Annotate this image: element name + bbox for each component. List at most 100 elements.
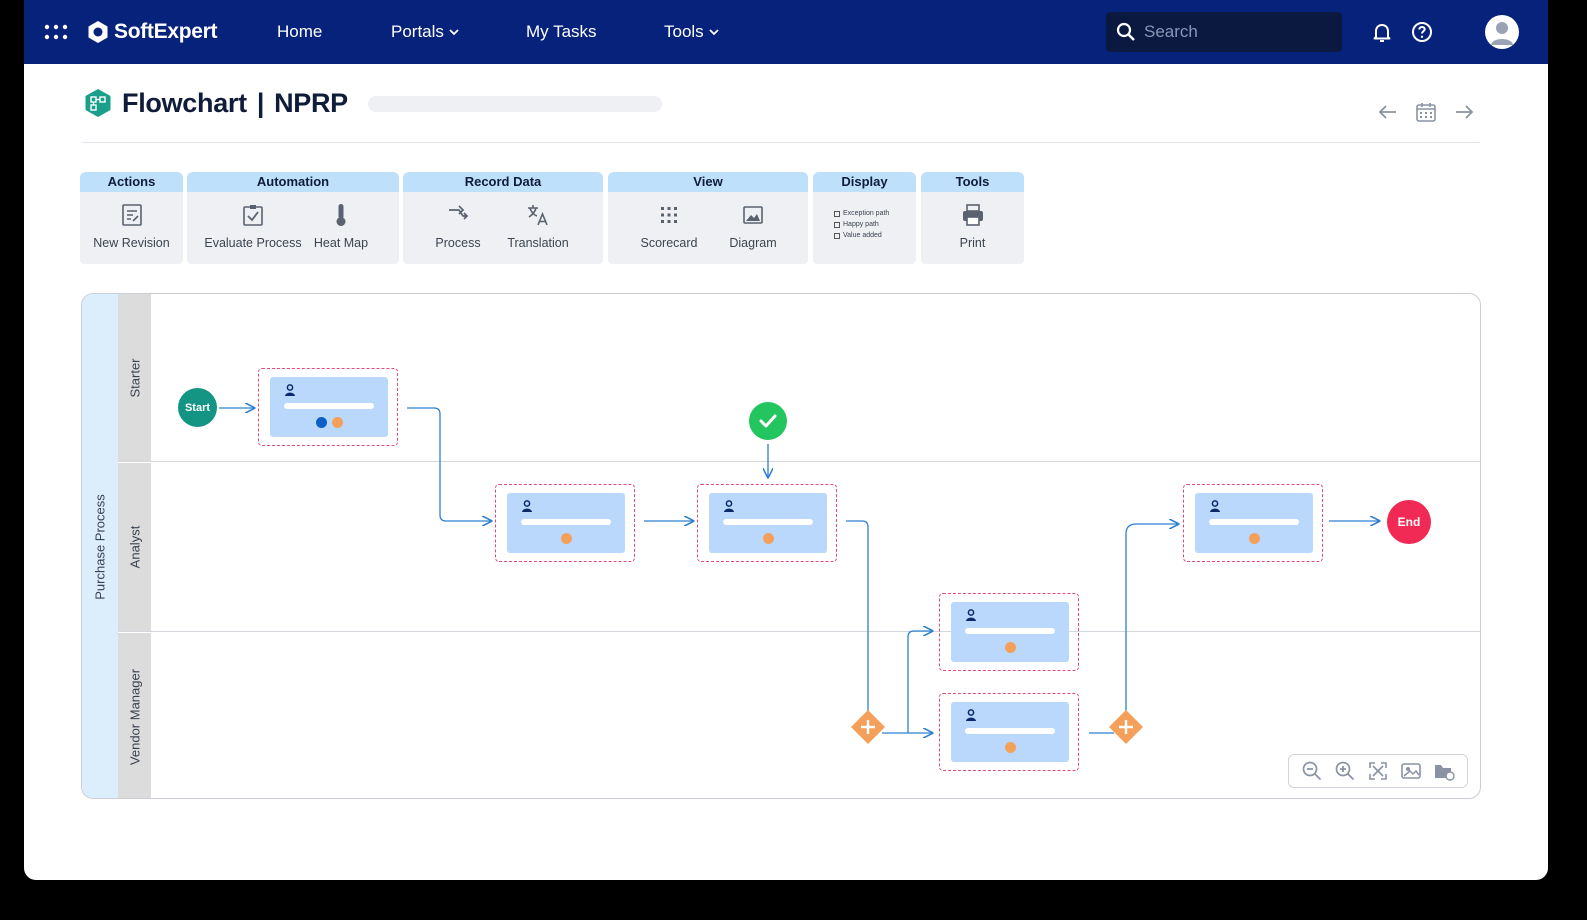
app-grid-icon[interactable] [44,24,68,40]
value-added-checkbox[interactable]: Value added [834,230,889,241]
new-revision-icon [121,204,142,226]
page-header: Flowchart | NPRP [84,86,348,120]
save-folder-icon[interactable] [1433,760,1456,782]
status-dot-orange [763,533,774,544]
task-vendor-2[interactable] [939,693,1079,771]
scorecard-grid-icon [661,207,677,223]
end-event[interactable]: End [1387,500,1431,544]
nav-portals[interactable]: Portals [391,22,460,42]
user-avatar[interactable] [1485,15,1519,49]
lane-divider [118,631,1480,632]
user-icon [1210,500,1220,512]
flow-task3-to-gateway [846,520,869,714]
ribbon-group-automation: Automation Evaluate Process Heat Map [187,172,399,264]
nav-my-tasks[interactable]: My Tasks [526,22,597,42]
evaluate-process-button[interactable]: Evaluate Process [202,202,304,256]
lane-header-vendor-manager: Vendor Manager [118,633,151,798]
checkmark-icon [759,414,777,428]
flow-join-to-task6 [1125,524,1178,714]
zoom-in-icon[interactable] [1334,760,1356,782]
process-label: Process [435,236,481,250]
print-label: Print [959,236,986,250]
user-icon [285,384,295,396]
header-divider [82,142,1480,143]
flowchart-hexagon-icon [85,89,111,117]
translation-label: Translation [507,236,569,250]
search-input[interactable] [1144,22,1324,42]
exception-path-checkbox[interactable]: Exception path [834,208,889,219]
print-button[interactable]: Print [921,202,1024,256]
ribbon-group-title: Automation [187,172,399,192]
ribbon-group-title: Record Data [403,172,603,192]
ribbon-group-actions: Actions New Revision [80,172,183,264]
task-starter[interactable] [258,368,398,446]
scorecard-label: Scorecard [640,236,698,250]
end-label: End [1397,515,1421,529]
help-icon[interactable] [1410,20,1434,44]
diagram-button[interactable]: Diagram [720,202,786,256]
ribbon-group-tools: Tools Print [921,172,1024,264]
translation-button[interactable]: Translation [503,202,573,256]
status-dot-orange [1005,742,1016,753]
title-placeholder-bar [368,96,662,112]
exception-path-label: Exception path [843,210,890,217]
status-dot-orange [332,417,343,428]
task-card [507,493,625,553]
export-image-icon[interactable] [1400,760,1422,782]
task-name-placeholder [723,519,813,525]
evaluate-check-icon [243,205,263,226]
printer-icon [962,204,983,226]
process-arrows-icon [449,205,469,220]
arrow-left-icon[interactable] [1376,100,1400,124]
happy-path-label: Happy path [843,221,879,228]
flow-gateway-to-task4 [907,631,932,733]
task-analyst-2[interactable] [697,484,837,562]
arrow-right-icon[interactable] [1452,100,1476,124]
zoom-out-icon[interactable] [1301,760,1323,782]
nav-tools-label: Tools [664,22,704,41]
lane-header-starter: Starter [118,294,151,461]
parallel-gateway-join[interactable] [1107,708,1145,746]
task-card [709,493,827,553]
brand-logo[interactable]: SoftExpert [86,18,217,46]
task-name-placeholder [965,628,1055,634]
fit-to-screen-icon[interactable] [1367,760,1389,782]
heat-map-label: Heat Map [313,236,369,250]
heat-map-button[interactable]: Heat Map [311,202,371,256]
translate-icon [528,205,548,226]
bell-icon[interactable] [1370,20,1394,44]
user-icon [724,500,734,512]
task-analyst-3[interactable] [1183,484,1323,562]
parallel-gateway-split[interactable] [849,708,887,746]
pool-header: Purchase Process [82,294,118,798]
title-separator: | [256,87,265,118]
nav-home[interactable]: Home [277,22,322,42]
task-analyst-1[interactable] [495,484,635,562]
softexpert-logo-icon [88,21,108,43]
app-window: SoftExpert Home Portals My Tasks Tools F… [24,0,1548,880]
new-revision-label: New Revision [93,236,170,250]
chevron-down-icon [449,29,459,36]
calendar-icon[interactable] [1414,100,1438,124]
status-dot-blue [316,417,327,428]
start-event[interactable]: Start [178,388,217,427]
ribbon-group-title: Actions [80,172,183,192]
ribbon-group-title: Display [813,172,916,192]
user-icon [966,709,976,721]
happy-path-checkbox[interactable]: Happy path [834,219,889,230]
new-revision-button[interactable]: New Revision [80,202,183,256]
scorecard-button[interactable]: Scorecard [634,202,704,256]
approval-check-event[interactable] [749,402,787,440]
task-card [270,377,388,437]
search-box[interactable] [1106,12,1342,52]
search-icon [1116,22,1135,41]
task-vendor-1[interactable] [939,593,1079,671]
user-icon [522,500,532,512]
image-icon [743,206,763,224]
flowchart-canvas[interactable]: Purchase Process Starter Analyst Vendor … [81,293,1481,799]
process-button[interactable]: Process [423,202,493,256]
start-label: Start [184,401,211,414]
lane-header-analyst: Analyst [118,463,151,631]
nav-tools[interactable]: Tools [664,22,720,42]
ribbon-group-record-data: Record Data Process Translation [403,172,603,264]
